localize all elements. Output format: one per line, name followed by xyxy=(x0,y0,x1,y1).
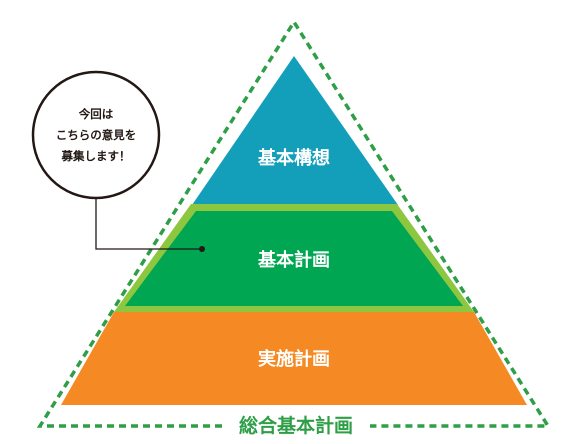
tier-top-shape xyxy=(192,56,398,205)
diagram-caption: 総合基本計画 xyxy=(239,414,353,437)
callout-bubble xyxy=(31,70,161,200)
tier-label-bottom: 実施計画 xyxy=(258,348,330,370)
callout-line-3: 募集します！ xyxy=(61,149,131,163)
tier-bottom-shape xyxy=(61,312,527,405)
tier-label-top: 基本構想 xyxy=(257,147,330,169)
tier-label-middle: 基本計画 xyxy=(257,249,330,271)
callout-connector-line xyxy=(95,198,201,250)
outer-dashed-outline xyxy=(36,18,552,428)
callout-line-1: 今回は xyxy=(78,107,114,121)
callout-line-2: こちらの意見を xyxy=(56,128,137,142)
callout-connector-dot xyxy=(199,246,205,252)
tier-middle-shape xyxy=(125,211,463,306)
